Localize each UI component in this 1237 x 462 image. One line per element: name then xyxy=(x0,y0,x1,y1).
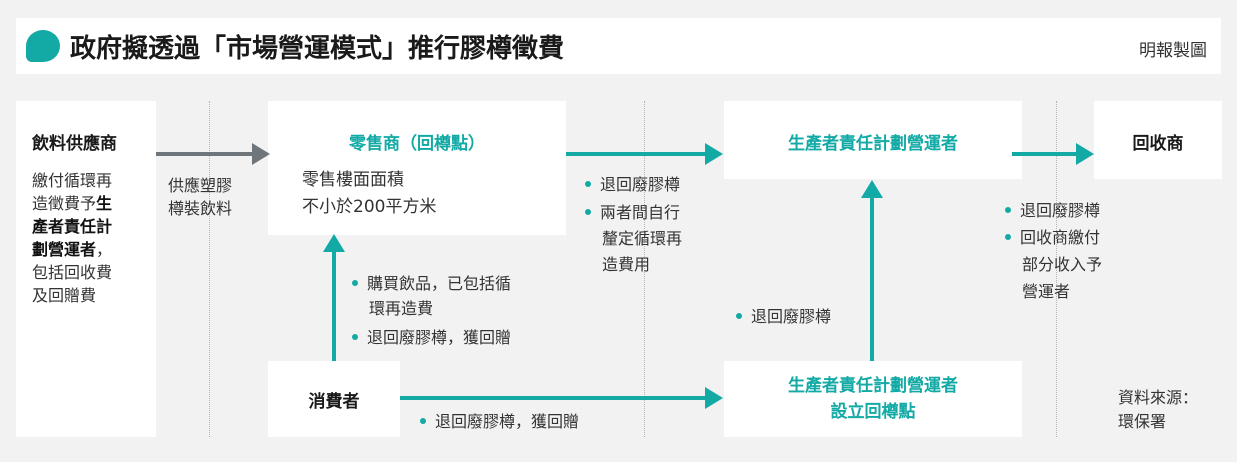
arrowhead xyxy=(705,387,723,409)
bullet-continuation: 營運者 xyxy=(1022,282,1071,301)
credit-label: 明報製圖 xyxy=(1139,41,1207,61)
bullet-item: 退回廢膠樽 xyxy=(585,173,680,197)
page-title: 政府擬透過「市場營運模式」推行膠樽徵費 xyxy=(70,34,565,64)
consumer-title: 消費者 xyxy=(308,392,360,412)
collection-point-title: 生產者責任計劃營運者 設立回樽點 xyxy=(788,376,958,422)
operator-box: 生產者責任計劃營運者 xyxy=(724,101,1022,179)
divider-1 xyxy=(209,101,210,437)
divider-3 xyxy=(1056,101,1057,437)
supplier-description: 繳付循環再 造徵費予生 產者責任計 劃營運者， 包括回收費 及回贈費 xyxy=(32,171,113,305)
supply-arrow-label: 供應塑膠 樽裝飲料 xyxy=(168,176,233,218)
arrowhead xyxy=(705,143,723,165)
bullet-item: 回收商繳付 xyxy=(1005,226,1100,250)
retailer-description: 零售樓面面積 不小於200平方米 xyxy=(302,170,437,217)
recycler-title: 回收商 xyxy=(1132,134,1184,154)
recycler-box: 回收商 xyxy=(1094,101,1222,179)
supplier-title: 飲料供應商 xyxy=(32,134,117,154)
bullet-continuation: 釐定循環再 xyxy=(602,229,683,248)
bullet-continuation: 造費用 xyxy=(602,255,651,274)
consumer-box: 消費者 xyxy=(268,361,400,437)
arrowhead xyxy=(1076,143,1094,165)
operator-title: 生產者責任計劃營運者 xyxy=(788,134,958,154)
point-operator-bullet: 退回廢膠樽 xyxy=(736,305,831,329)
bullet-continuation: 環再造費 xyxy=(369,299,434,318)
collection-point-box: 生產者責任計劃營運者 設立回樽點 xyxy=(724,361,1022,437)
header-bar: 政府擬透過「市場營運模式」推行膠樽徵費 明報製圖 xyxy=(16,18,1221,74)
arrowhead xyxy=(861,180,883,198)
bullet-item: 購買飲品，已包括循 xyxy=(352,272,511,296)
retailer-box: 零售商（回樽點） 零售樓面面積 不小於200平方米 xyxy=(268,101,566,235)
bullet-item: 退回廢膠樽，獲回贈 xyxy=(352,326,511,350)
consumer-point-bullet: 退回廢膠樽，獲回贈 xyxy=(420,410,579,434)
arrowhead xyxy=(252,143,270,165)
supplier-box: 飲料供應商 繳付循環再 造徵費予生 產者責任計 劃營運者， 包括回收費 及回贈費 xyxy=(16,101,156,437)
source-note: 資料來源： 環保署 xyxy=(1118,388,1199,431)
bullet-item: 兩者間自行 xyxy=(585,201,680,225)
divider-2 xyxy=(644,101,645,437)
bullet-item: 退回廢膠樽 xyxy=(1005,199,1100,223)
speech-bubble-icon xyxy=(26,30,60,62)
retailer-title: 零售商（回樽點） xyxy=(349,134,485,154)
arrowhead xyxy=(323,234,345,252)
bullet-continuation: 部分收入予 xyxy=(1022,255,1103,274)
